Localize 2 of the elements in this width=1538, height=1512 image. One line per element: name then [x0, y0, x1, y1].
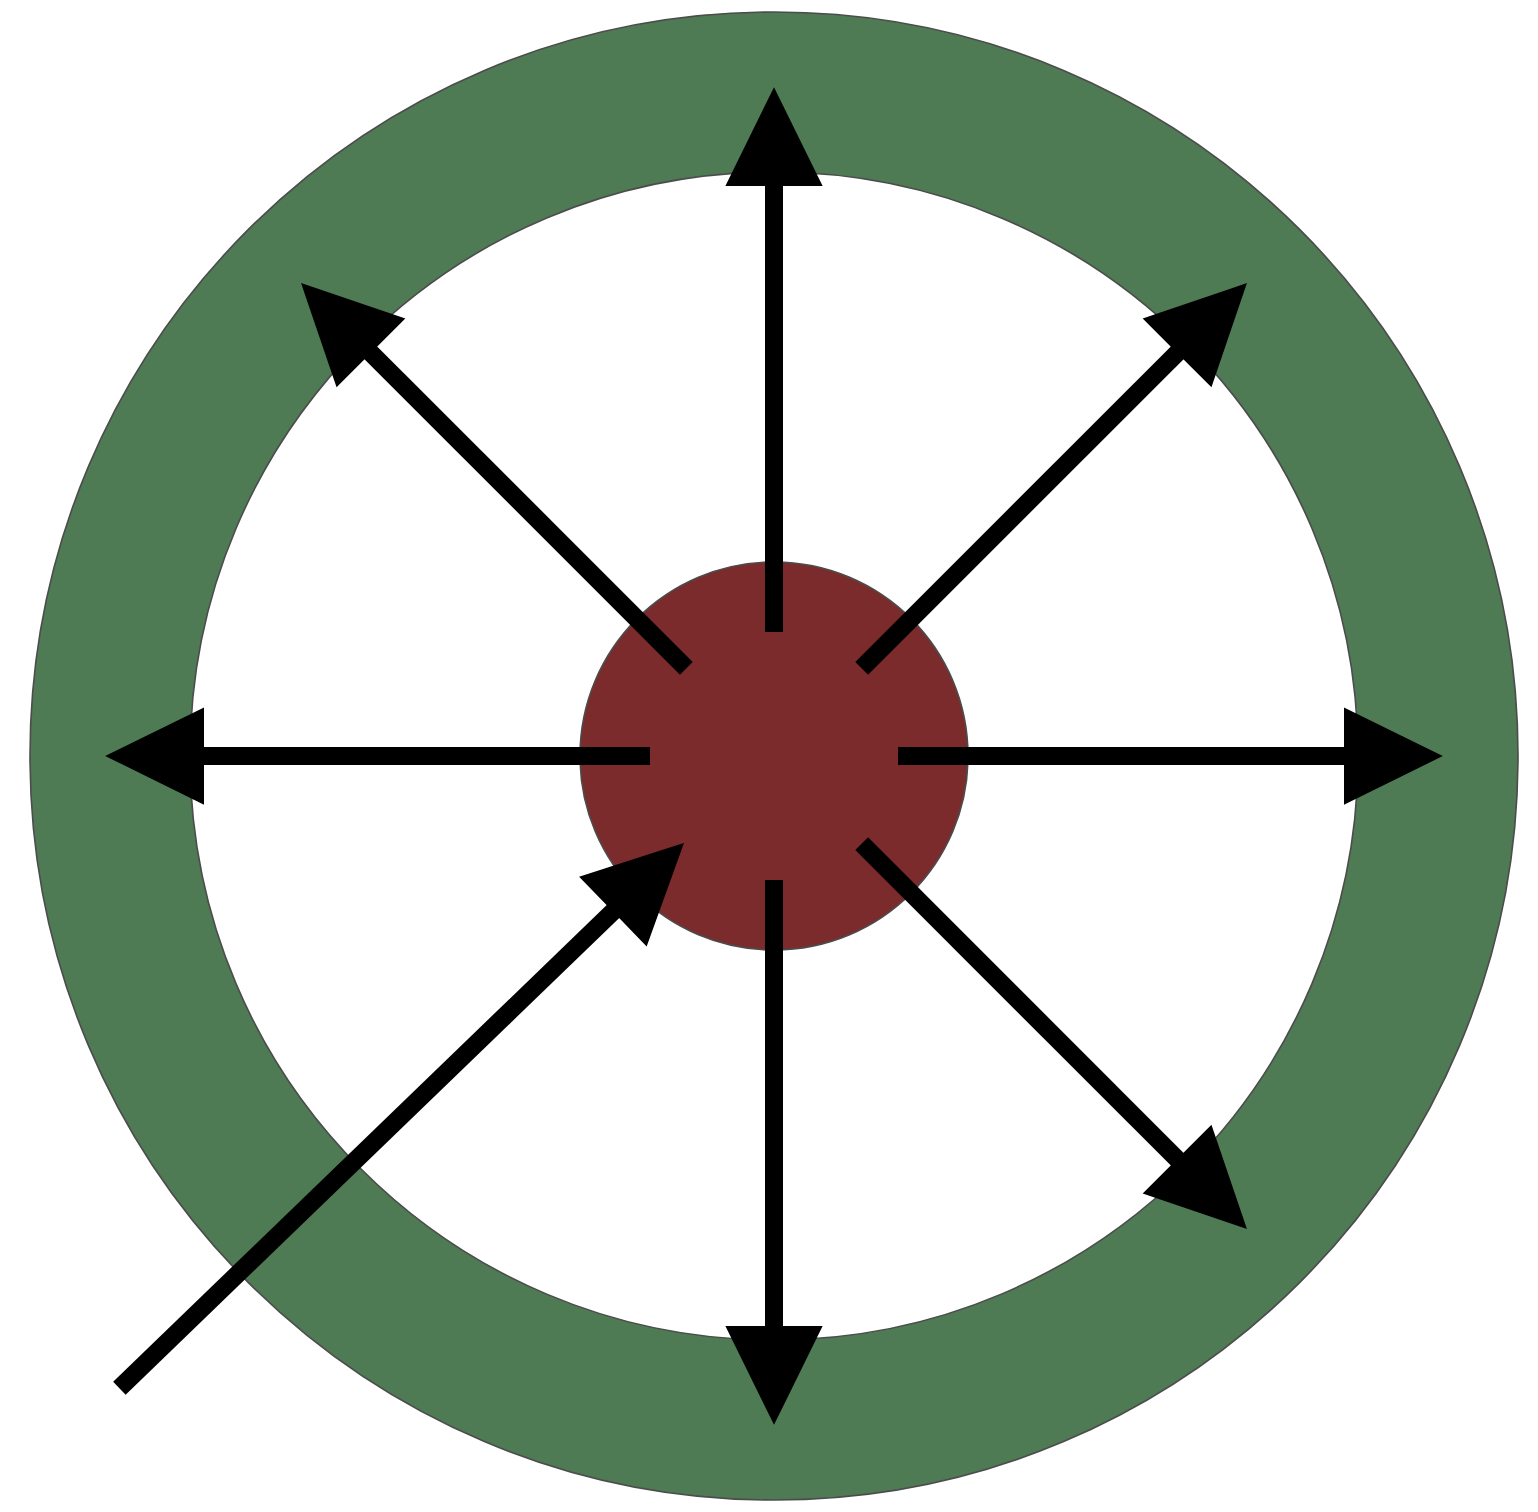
center-disc: [579, 561, 969, 951]
ring-drawing: [29, 11, 1519, 1501]
